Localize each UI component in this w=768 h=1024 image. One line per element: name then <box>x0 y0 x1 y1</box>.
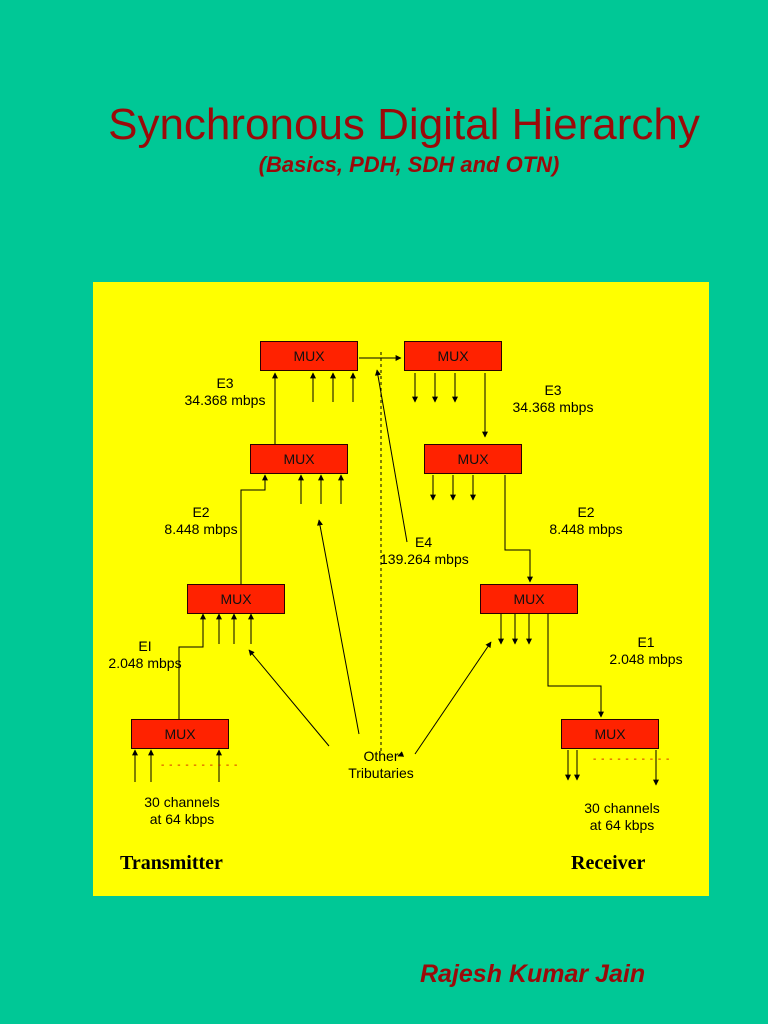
tx-e1-link <box>178 613 206 719</box>
other-tributaries-label: Other Tributaries <box>331 748 431 782</box>
rx-mux-e4: MUX <box>404 341 502 371</box>
e4-label: E4 139.264 mbps <box>380 534 469 568</box>
e4-pointer <box>374 369 408 543</box>
other-tributaries-pointer <box>317 519 360 735</box>
rx-e3-rate: 34.368 mbps <box>512 399 594 415</box>
tx-mux-e2: MUX <box>187 584 285 614</box>
transmitter-label: Transmitter <box>120 852 223 874</box>
document-subtitle: (Basics, PDH, SDH and OTN) <box>258 152 560 177</box>
rx-channels-label: 30 channels at 64 kbps <box>567 800 677 834</box>
rx-e1-name: E1 <box>637 634 655 650</box>
document-title: Synchronous Digital Hierarchy <box>108 100 700 149</box>
tx-e3-rate: 34.368 mbps <box>184 392 266 408</box>
tx-channels-line1: 30 channels <box>144 794 220 810</box>
tx-mux-e3: MUX <box>250 444 348 474</box>
rx-e2-label: E2 8.448 mbps <box>531 504 641 538</box>
tx-channels-line2: at 64 kbps <box>149 811 215 827</box>
rx-mux-e2: MUX <box>480 584 578 614</box>
tx-channel-ellipsis: - - - - - - - - - - <box>161 760 239 771</box>
other-tributaries-pointer <box>397 751 405 757</box>
hierarchy-diagram: MUX MUX MUX MUX MUX MUX MUX MUX E3 34.36… <box>93 282 709 896</box>
rx-e2-rate: 8.448 mbps <box>549 521 623 537</box>
tx-e3-name: E3 <box>216 375 234 391</box>
tx-e2-label: E2 8.448 mbps <box>151 504 251 538</box>
tx-e1-rate: 2.048 mbps <box>108 655 182 671</box>
rx-e2-name: E2 <box>577 504 595 520</box>
tx-mux-e4: MUX <box>260 341 358 371</box>
rx-mux-e1: MUX <box>561 719 659 749</box>
tx-e2-link <box>240 474 268 584</box>
receiver-label: Receiver <box>571 852 646 874</box>
rx-channels-line2: at 64 kbps <box>589 817 655 833</box>
e4-rate: 139.264 mbps <box>380 551 469 567</box>
tx-mux-e1: MUX <box>131 719 229 749</box>
e4-name: E4 <box>415 534 433 550</box>
other-tributaries-pointer <box>414 641 492 755</box>
rx-e3-label: E3 34.368 mbps <box>498 382 608 416</box>
rx-e1-rate: 2.048 mbps <box>609 651 683 667</box>
rx-channel-ellipsis: - - - - - - - - - - <box>593 754 671 765</box>
tx-e2-rate: 8.448 mbps <box>164 521 238 537</box>
rx-e1-link <box>547 614 604 718</box>
tx-e1-label: EI 2.048 mbps <box>95 638 195 672</box>
diagram-connectors <box>132 352 659 786</box>
other-tributaries-line2: Tributaries <box>348 765 414 781</box>
other-tributaries-pointer <box>248 649 330 747</box>
tx-e3-label: E3 34.368 mbps <box>175 375 275 409</box>
rx-channels-line1: 30 channels <box>584 800 660 816</box>
tx-e2-name: E2 <box>192 504 210 520</box>
rx-e2-link <box>504 475 533 583</box>
tx-e1-name: EI <box>138 638 152 654</box>
author-name: Rajesh Kumar Jain <box>420 960 646 988</box>
tx-channels-label: 30 channels at 64 kbps <box>127 794 237 828</box>
other-tributaries-line1: Other <box>363 748 399 764</box>
rx-e1-label: E1 2.048 mbps <box>591 634 701 668</box>
rx-mux-e3: MUX <box>424 444 522 474</box>
rx-e3-name: E3 <box>544 382 562 398</box>
